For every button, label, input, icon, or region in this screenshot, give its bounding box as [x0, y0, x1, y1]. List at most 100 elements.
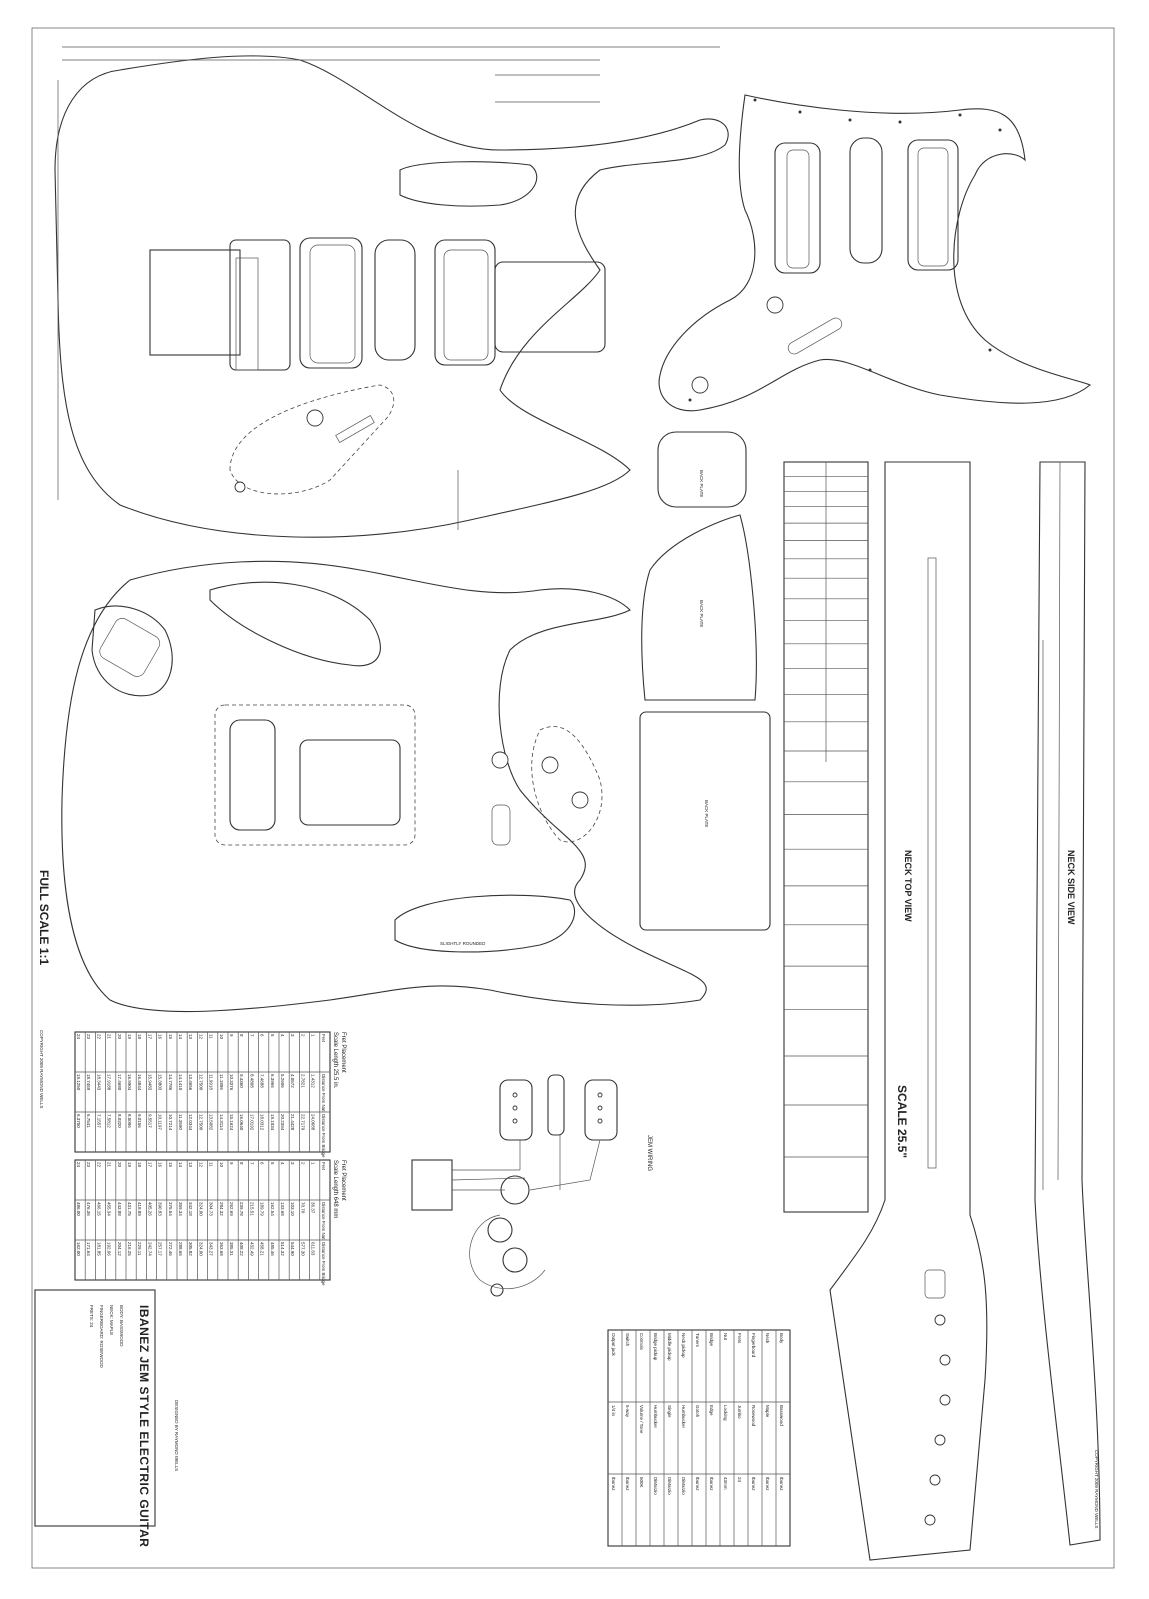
table-cell: 14 — [178, 1162, 183, 1168]
parts-cell: Locking — [723, 1405, 728, 1421]
table-frame — [74, 1159, 331, 1281]
table-cell: 215.51 — [249, 1202, 254, 1216]
table-cell: 17.4680 — [117, 1074, 122, 1091]
table-cell: 8.4808 — [249, 1074, 254, 1088]
pickguard-view — [658, 94, 1092, 412]
table-cell: 10 — [219, 1034, 224, 1040]
table-cell: 10.1197 — [158, 1114, 163, 1130]
table-cell: 4.0572 — [290, 1074, 295, 1088]
table-cell: 10 — [219, 1162, 224, 1168]
table-cell: 17.0192 — [249, 1114, 254, 1131]
table-cell: 476.36 — [86, 1202, 91, 1216]
parts-cell: Frets — [737, 1333, 742, 1344]
table-title: Fret Placement — [340, 1160, 346, 1201]
parts-cell: Ibanez — [751, 1477, 756, 1491]
copyright-left: COPYRIGHT 2009 RAYMOND WELLS — [39, 1030, 44, 1108]
table-cell: 10.3376 — [229, 1074, 234, 1091]
table-cell: 6.3750 — [76, 1114, 81, 1128]
scale-length-label: SCALE 25.5" — [895, 1085, 909, 1158]
table-cell: 2 — [300, 1162, 305, 1165]
table-cell: 22 — [96, 1162, 101, 1168]
table-cell: 4 — [280, 1162, 285, 1165]
table-header-cell: Distance From Bridge — [321, 1114, 326, 1158]
table-cell: 288.66 — [178, 1242, 183, 1256]
table-cell: 14.7786 — [168, 1074, 173, 1091]
table-cell: 284.32 — [219, 1202, 224, 1216]
table-cell: 305.82 — [188, 1242, 193, 1256]
table-cell: 12 — [198, 1034, 203, 1040]
table-cell: 19 — [127, 1162, 132, 1168]
table-cell: 432.49 — [249, 1242, 254, 1256]
table-cell: 229.11 — [137, 1242, 142, 1256]
table-cell: 375.54 — [168, 1202, 173, 1216]
table-cell: 19.1250 — [76, 1074, 81, 1091]
table-cell: 21 — [107, 1162, 112, 1168]
parts-table-frame — [607, 1329, 791, 1547]
table-cell: 13.5082 — [209, 1114, 214, 1131]
table-cell: 12.0344 — [188, 1114, 193, 1131]
table-cell: 20 — [117, 1034, 122, 1040]
slightly-rounded-label: SLIGHTLY ROUNDED — [440, 941, 486, 946]
table-subtitle: Scale Length 25.5 in. — [332, 1032, 338, 1089]
table-cell: 192.66 — [107, 1242, 112, 1256]
table-cell: 544.90 — [290, 1242, 295, 1256]
table-cell: 12 — [198, 1162, 203, 1168]
table-cell: 18.7459 — [86, 1074, 91, 1091]
table-cell: 22.7179 — [300, 1114, 305, 1131]
parts-cell: Switch — [625, 1333, 630, 1347]
sheet-border — [31, 27, 1115, 1569]
table-cell: 162.54 — [270, 1202, 275, 1216]
table-cell: 9.5517 — [147, 1114, 152, 1128]
table-cell: 16.0640 — [239, 1114, 244, 1131]
table-cell: 133.68 — [280, 1202, 285, 1216]
parts-cell: Tuners — [695, 1333, 700, 1348]
neck-top-view: NECK TOP VIEW SCALE 25.5" — [829, 461, 988, 1561]
table-cell: 15.9483 — [147, 1074, 152, 1091]
table-cell: 385.31 — [229, 1242, 234, 1256]
copyright-right: COPYRIGHT 2009 RAYMOND WELLS — [1094, 1450, 1099, 1528]
table-cell: 458.21 — [260, 1242, 265, 1256]
table-cell: 342.18 — [188, 1202, 193, 1216]
table-cell: 13.4656 — [188, 1074, 193, 1091]
table-header-cell: Fret — [321, 1034, 326, 1043]
table-cell: 6 — [260, 1162, 265, 1165]
table-cell: 443.88 — [117, 1202, 122, 1216]
table-cell: 24 — [76, 1162, 81, 1168]
table-cell: 1.4312 — [311, 1074, 316, 1088]
title-text: IBANEZ JEM STYLE ELECTRIC GUITAR — [137, 1305, 151, 1547]
table-cell: 17 — [147, 1034, 152, 1040]
table-cell: 20.2394 — [280, 1114, 285, 1131]
parts-cell: Middle pickup — [667, 1333, 672, 1361]
table-cell: 304.73 — [209, 1202, 214, 1216]
parts-cell: Controls — [639, 1333, 644, 1351]
table-cell: 6.3966 — [270, 1074, 275, 1088]
table-cell: 15.3803 — [158, 1074, 163, 1091]
parts-cell: 5-way — [625, 1405, 630, 1418]
body-front-view — [54, 46, 729, 538]
table-cell: 11.9918 — [209, 1074, 214, 1090]
neck-top-label: NECK TOP VIEW — [903, 850, 913, 922]
table-cell: 12.7500 — [198, 1114, 203, 1131]
table-cell: 8 — [239, 1034, 244, 1037]
table-cell: 485.46 — [270, 1242, 275, 1256]
table-cell: 8 — [239, 1162, 244, 1165]
table-cell: 3 — [290, 1162, 295, 1165]
parts-cell: Nut — [723, 1333, 728, 1341]
table-cell: 13 — [188, 1034, 193, 1040]
table-cell: 17.9188 — [107, 1074, 112, 1091]
back-plate-label-2: BACK PLATE — [699, 600, 704, 627]
table-cell: 7.1557 — [96, 1114, 101, 1128]
parts-table-body: BodyBasswoodIbanezNeckMapleIbanezFingerb… — [607, 1329, 791, 1547]
table-cell: 36.37 — [311, 1202, 316, 1214]
table-cell: 17 — [147, 1162, 152, 1168]
parts-cell: DiMarzio — [681, 1477, 686, 1495]
table-cell: 14.1410 — [178, 1074, 183, 1091]
parts-cell: Humbucker — [681, 1405, 686, 1429]
parts-cell: Ibanez — [709, 1477, 714, 1491]
table-cell: 7.5812 — [107, 1114, 112, 1128]
table-cell: 23 — [86, 1162, 91, 1168]
table-cell: 24.0688 — [311, 1114, 316, 1131]
